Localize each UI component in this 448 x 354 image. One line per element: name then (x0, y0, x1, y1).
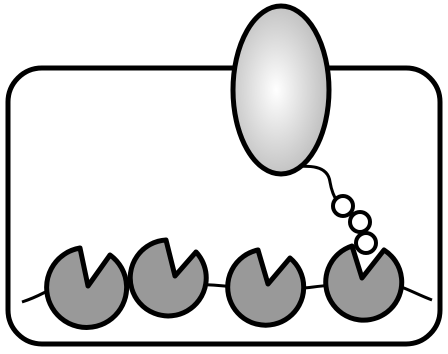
large-ellipse-body (230, 3, 332, 177)
bead-2 (348, 210, 372, 234)
pacman-unit-1 (44, 245, 130, 330)
bead-group (331, 194, 378, 255)
bead-1 (331, 194, 355, 218)
pacman-unit-2 (127, 237, 209, 319)
pacman-unit-4 (323, 243, 405, 323)
pacman-unit-3 (225, 247, 307, 328)
bead-3 (354, 231, 378, 255)
pacman-group (44, 237, 405, 330)
